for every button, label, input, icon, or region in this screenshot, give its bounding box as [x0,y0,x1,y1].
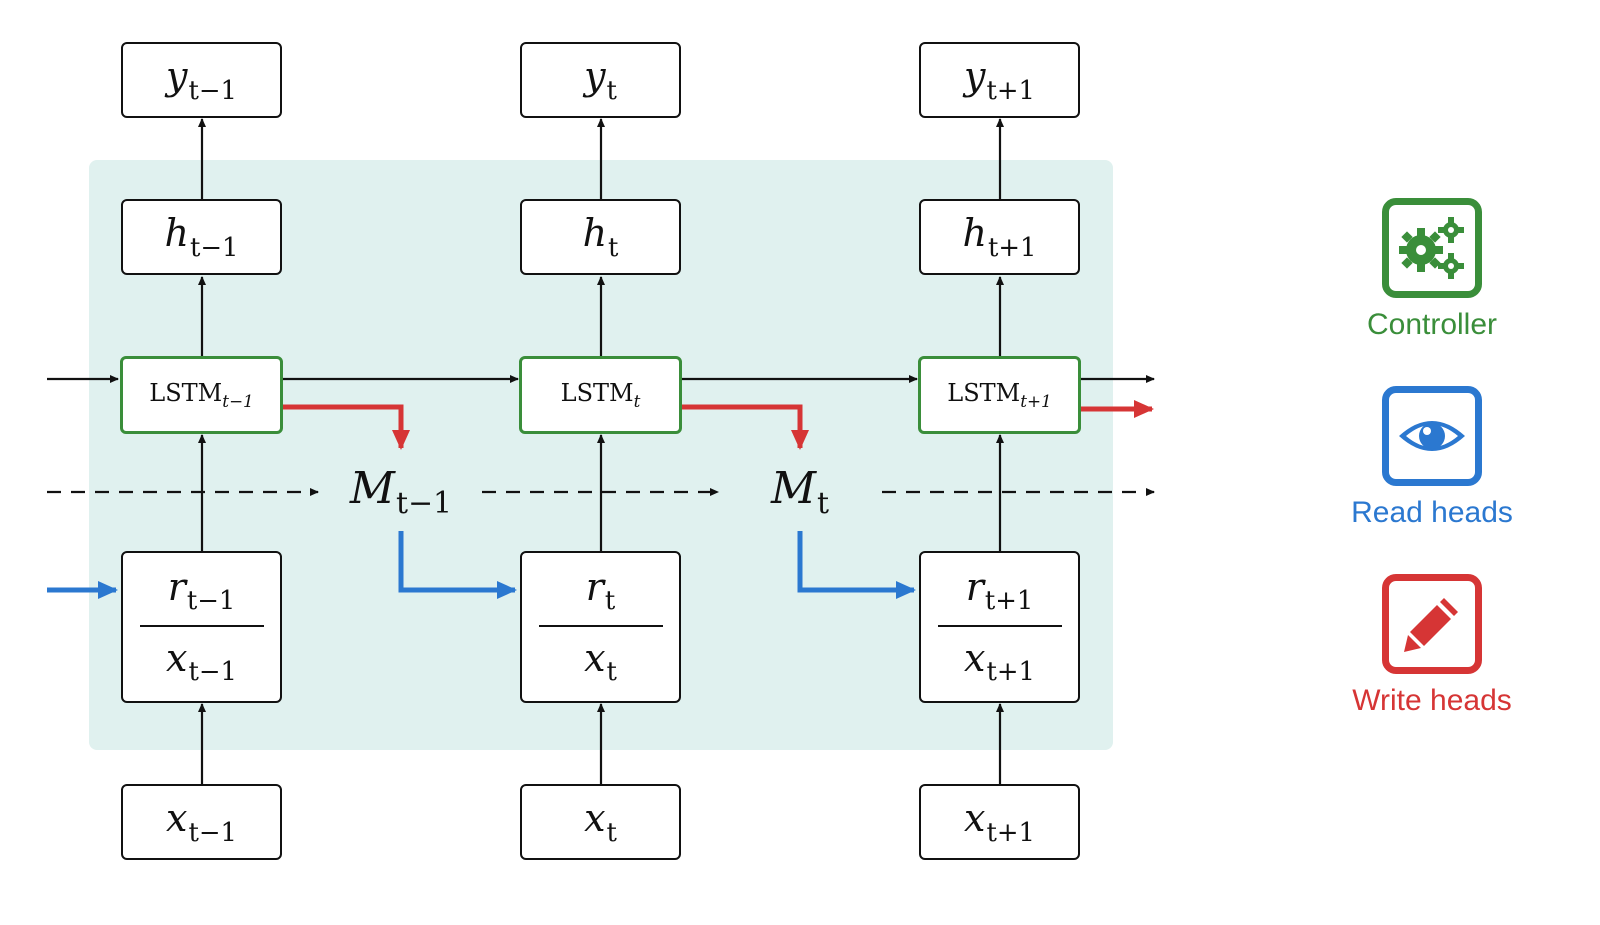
hidden-label-1: ht [582,211,619,263]
output-box-1: yt [520,42,681,118]
lstm-label-1: LSTMt [560,379,641,411]
write-arrow-1 [682,404,809,450]
x-label-0: xt−1 [166,796,237,848]
write-arrow-0 [283,404,410,450]
legend-write-heads: Write heads [1322,574,1542,718]
lstm-label-0: LSTMt−1 [149,379,254,411]
legend-label-read-heads: Read heads [1351,496,1513,529]
lstm-box-0: LSTMt−1 [120,356,283,434]
memory-label-0: Mt−1 [349,462,453,522]
read-arrow-1 [797,531,916,599]
lstm-box-2: LSTMt+1 [918,356,1081,434]
read-vector-label-1: rt [585,565,616,617]
input-vector-label-0: xt−1 [166,635,237,687]
write-head-arrows [283,400,1154,450]
hidden-label-0: ht−1 [164,211,239,263]
read-head-arrows [47,531,916,599]
read-vector-label-0: rt−1 [167,565,236,617]
read-arrow-0 [398,531,517,599]
legend-controller: Controller [1322,198,1542,342]
lstm-box-1: LSTMt [519,356,682,434]
gears-icon [1382,198,1482,298]
legend-label-controller: Controller [1366,308,1498,341]
x-label-2: xt+1 [964,796,1035,848]
input-box-1: rt xt [520,551,681,703]
fraction-bar-1 [538,625,663,627]
read-vector-label-2: rt+1 [965,565,1034,617]
legend-read-heads: Read heads [1322,386,1542,530]
fraction-bar-0 [139,625,264,627]
fraction-bar-2 [937,625,1062,627]
input-vector-label-2: xt+1 [964,635,1035,687]
input-box-2: rt+1 xt+1 [919,551,1080,703]
hidden-box-2: ht+1 [919,199,1080,275]
hidden-box-1: ht [520,199,681,275]
input-vector-label-1: xt [584,635,617,687]
output-box-0: yt−1 [121,42,282,118]
eye-icon [1382,386,1482,486]
output-label-0: yt−1 [166,54,237,106]
hidden-label-2: ht+1 [962,211,1037,263]
output-label-1: yt [584,54,617,106]
x-box-2: xt+1 [919,784,1080,860]
hidden-box-0: ht−1 [121,199,282,275]
x-box-0: xt−1 [121,784,282,860]
input-box-0: rt−1 xt−1 [121,551,282,703]
output-label-2: yt+1 [964,54,1035,106]
legend-label-write-heads: Write heads [1352,684,1512,717]
x-label-1: xt [584,796,617,848]
output-box-2: yt+1 [919,42,1080,118]
x-box-1: xt [520,784,681,860]
memory-label-1: Mt [770,462,830,522]
lstm-label-2: LSTMt+1 [947,379,1052,411]
pencil-icon [1382,574,1482,674]
